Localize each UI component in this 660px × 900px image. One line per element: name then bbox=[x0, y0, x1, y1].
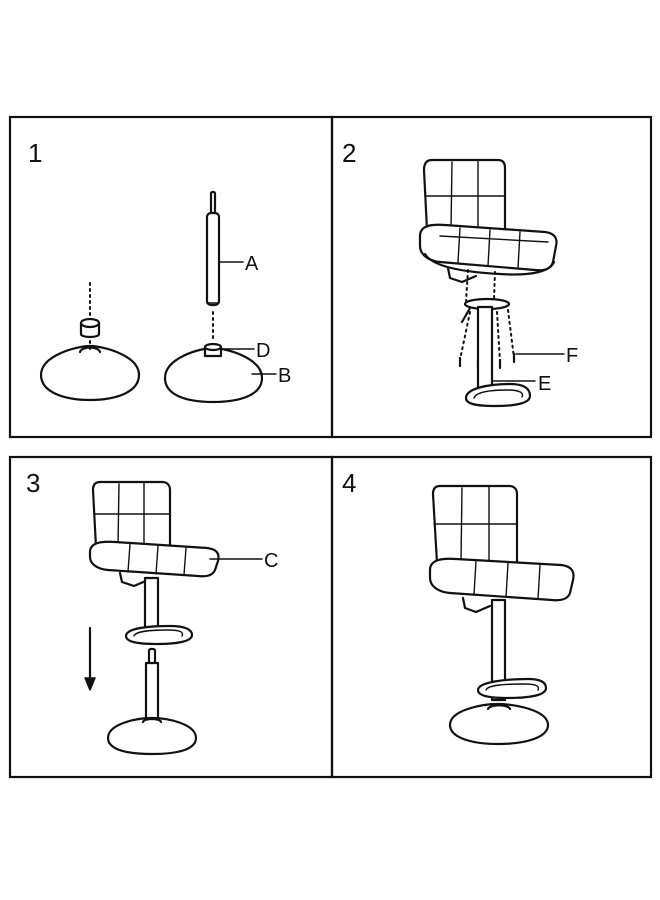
step-number-1: 1 bbox=[28, 138, 42, 168]
mounting-plate bbox=[460, 297, 511, 324]
part-label-c: C bbox=[264, 550, 278, 572]
cap-nut bbox=[79, 317, 101, 339]
assembled-bar-stool bbox=[428, 484, 575, 746]
chair-seat-upside bbox=[418, 158, 558, 284]
part-label-d: D bbox=[256, 340, 270, 362]
base-disc-right bbox=[163, 342, 264, 404]
down-arrow-icon bbox=[84, 626, 96, 691]
part-label-b: B bbox=[278, 365, 291, 387]
base-with-cylinder bbox=[106, 647, 198, 756]
panel-4-frame bbox=[330, 455, 653, 779]
step-number-3: 3 bbox=[26, 468, 40, 498]
screw-guide-4 bbox=[507, 309, 515, 359]
screw-guide-1 bbox=[459, 311, 471, 361]
panel-3-illustration: C bbox=[84, 480, 278, 756]
part-label-a: A bbox=[245, 253, 259, 275]
screw-guide-3 bbox=[496, 311, 501, 363]
gas-cylinder-part-a bbox=[205, 190, 221, 307]
step-number-2: 2 bbox=[342, 138, 356, 168]
panel-2-illustration: F E bbox=[418, 158, 578, 408]
upper-column-with-footrest bbox=[124, 576, 194, 646]
panel-2-frame bbox=[330, 115, 653, 439]
panel-1-illustration: A D B bbox=[39, 190, 291, 404]
part-label-e: E bbox=[538, 373, 551, 395]
part-label-f: F bbox=[566, 345, 578, 367]
column-with-footrest-part-e bbox=[464, 305, 532, 408]
base-disc-left bbox=[39, 344, 141, 402]
panel-4-illustration bbox=[428, 484, 575, 746]
chair-top-assembly bbox=[88, 480, 220, 588]
step-number-4: 4 bbox=[342, 468, 356, 498]
